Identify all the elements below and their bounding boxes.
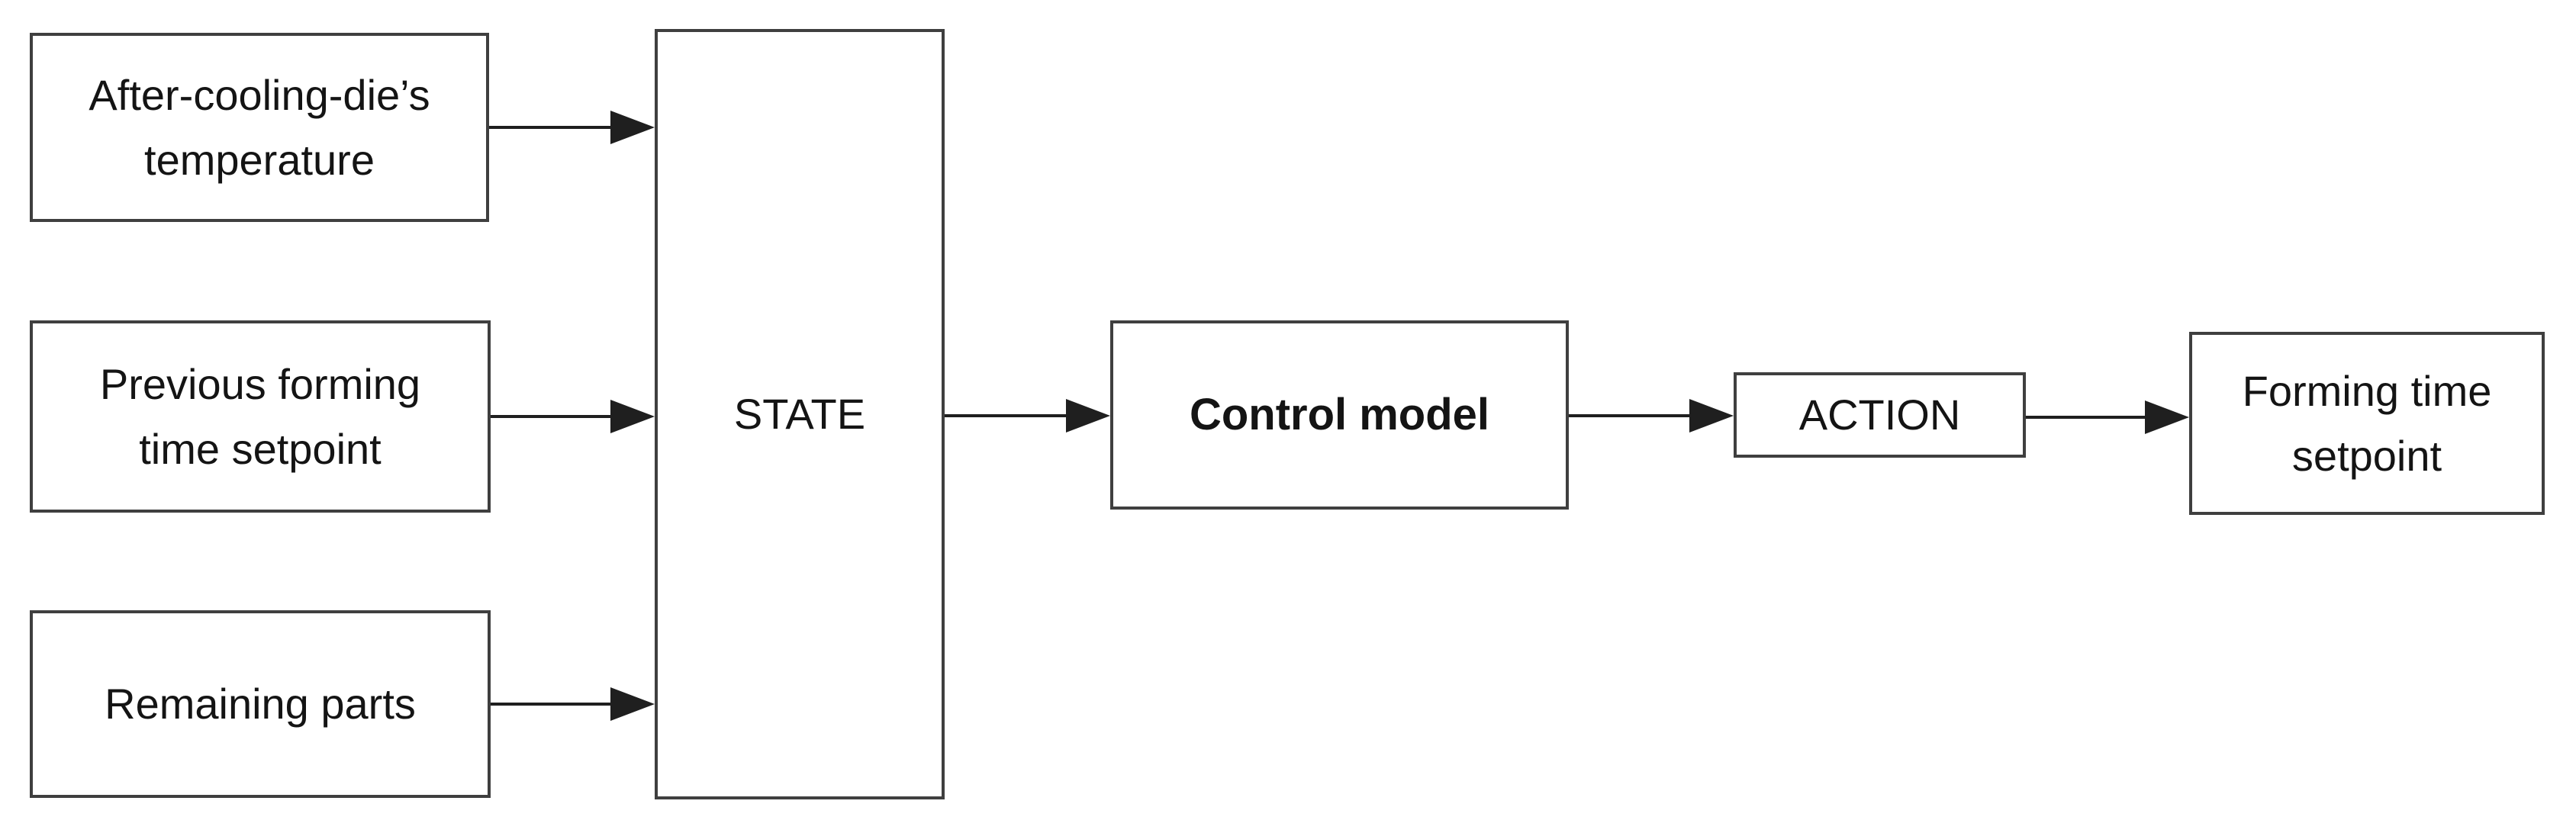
arrowhead-icon <box>1066 399 1110 433</box>
arrow-line <box>945 414 1080 417</box>
arrow-control-model-to-action <box>1569 399 1734 433</box>
arrowhead-icon <box>610 400 655 433</box>
arrowhead-icon <box>1689 399 1734 433</box>
node-label: STATE <box>733 390 866 439</box>
arrow-line <box>1569 414 1703 417</box>
arrowhead-icon <box>610 687 655 721</box>
arrowhead-icon <box>610 111 655 144</box>
node-label: After-cooling-die’s temperature <box>89 70 430 184</box>
arrow-state-to-control-model <box>945 399 1110 433</box>
arrow-line <box>491 415 624 418</box>
arrow-previous-setpoint-to-state <box>491 400 655 433</box>
node-label: Forming time setpoint <box>2242 366 2492 480</box>
arrowhead-icon <box>2145 400 2189 434</box>
node-remaining-parts: Remaining parts <box>30 610 491 798</box>
node-state: STATE <box>655 29 945 799</box>
arrow-line <box>2026 416 2159 419</box>
node-after-cooling-die-temperature: After-cooling-die’s temperature <box>30 33 489 222</box>
node-previous-forming-time-setpoint: Previous forming time setpoint <box>30 320 491 513</box>
node-forming-time-setpoint: Forming time setpoint <box>2189 332 2545 515</box>
node-label: Control model <box>1189 389 1490 439</box>
node-control-model: Control model <box>1110 320 1569 510</box>
arrow-line <box>491 703 624 706</box>
arrow-action-to-forming-setpoint <box>2026 400 2189 434</box>
node-action: ACTION <box>1734 372 2026 458</box>
node-label: ACTION <box>1798 391 1961 439</box>
arrow-temperature-to-state <box>489 111 655 144</box>
arrow-remaining-parts-to-state <box>491 687 655 721</box>
node-label: Previous forming time setpoint <box>99 359 421 473</box>
arrow-line <box>489 126 624 129</box>
node-label: Remaining parts <box>105 680 416 728</box>
